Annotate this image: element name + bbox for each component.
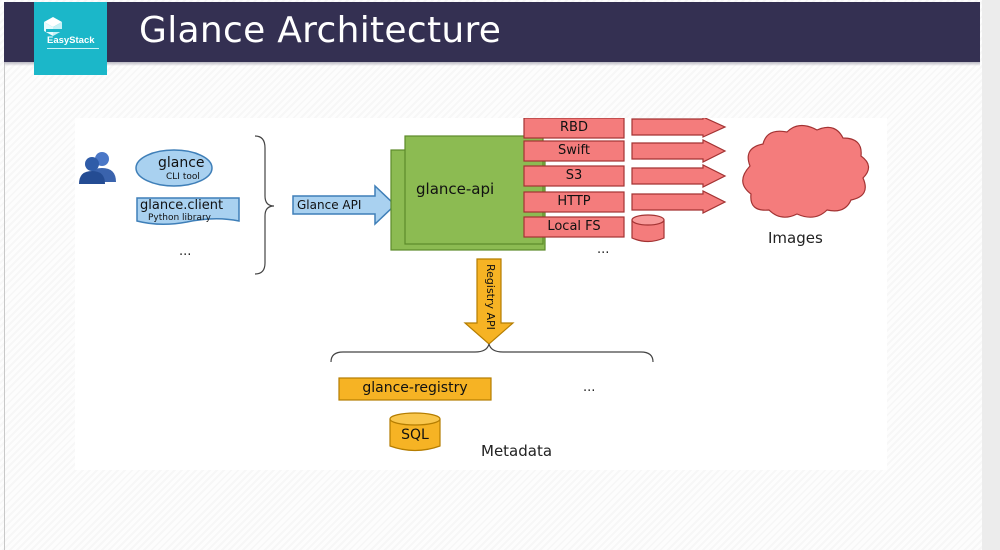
store-arrow-swift (631, 139, 727, 163)
store-arrow-s3 (631, 164, 727, 188)
logo-underline (47, 48, 99, 49)
metadata-brace (330, 343, 654, 363)
page-title: Glance Architecture (139, 10, 502, 51)
client-brace (254, 135, 275, 275)
store-box-swift (523, 140, 625, 162)
store-label-rbd: RBD (560, 120, 588, 135)
sql-database-icon (389, 412, 441, 452)
title-bar: Glance Architecture (4, 2, 980, 62)
registry-ellipsis: ... (583, 380, 596, 395)
glance-cli-sublabel: CLI tool (166, 172, 200, 182)
store-label-localfs: Local FS (547, 219, 601, 234)
glance-api-box (404, 135, 544, 245)
store-label-s3: S3 (565, 168, 583, 183)
store-box-http (523, 191, 625, 213)
glance-registry-box (338, 377, 492, 401)
glance-registry-label: glance-registry (362, 380, 468, 396)
easystack-logo: EasyStack (34, 2, 107, 75)
store-arrow-rbd (631, 118, 727, 138)
sql-label: SQL (401, 427, 429, 443)
store-arrow-http (631, 190, 727, 214)
store-label-http: HTTP (557, 194, 591, 209)
glance-api-arrow-label: Glance API (297, 198, 362, 212)
glance-cli-ellipse (135, 149, 213, 187)
store-box-rbd (523, 118, 625, 139)
clients-ellipsis: ... (179, 244, 192, 259)
database-icon (631, 214, 665, 243)
glance-cli-label: glance (158, 155, 205, 171)
cloud-icon (742, 124, 870, 218)
users-icon (79, 152, 116, 184)
images-label: Images (768, 229, 823, 247)
logo-text: EasyStack (47, 35, 95, 46)
diagram-canvas (79, 118, 870, 452)
scroll-strip (982, 0, 1000, 550)
architecture-diagram: glance CLI tool glance.client Python lib… (75, 118, 887, 470)
title-bar-shadow (4, 62, 980, 66)
store-box-s3 (523, 165, 625, 187)
glance-api-arrow (292, 184, 397, 226)
slide-border (4, 62, 5, 550)
store-label-swift: Swift (558, 143, 590, 158)
logo-cube-icon (44, 17, 62, 36)
registry-api-arrow (463, 258, 515, 345)
glance-api-label: glance-api (416, 180, 495, 198)
stores-ellipsis: ... (597, 242, 610, 257)
registry-api-label: Registry API (484, 264, 497, 330)
metadata-label: Metadata (481, 442, 553, 460)
store-box-localfs (523, 216, 625, 238)
glance-client-box (136, 197, 240, 225)
glance-client-label: glance.client (140, 198, 224, 213)
glance-client-sublabel: Python library (148, 213, 212, 223)
